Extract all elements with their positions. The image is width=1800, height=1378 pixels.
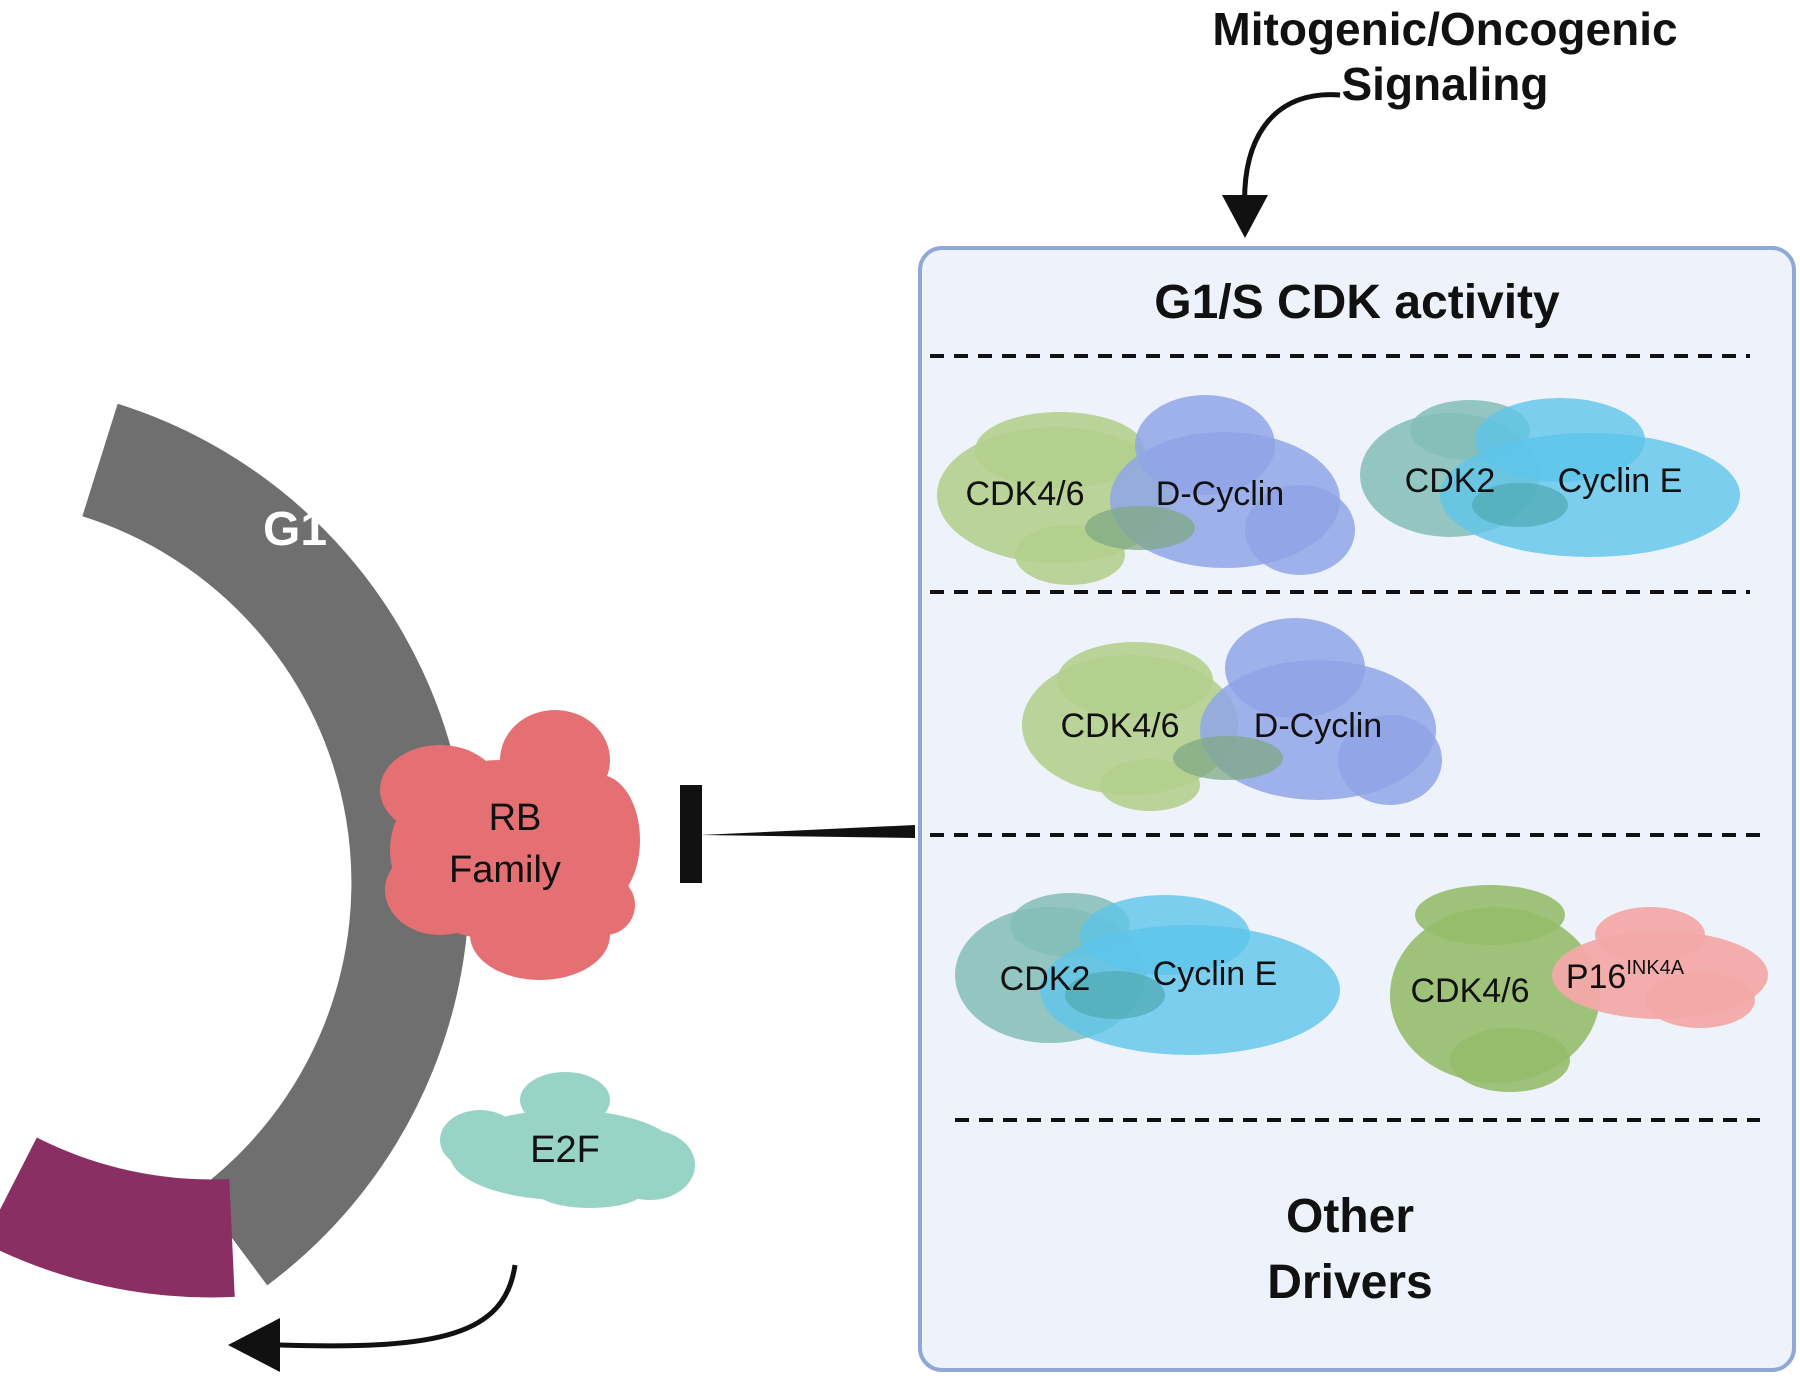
other-drivers-line2: Drivers: [1267, 1256, 1432, 1309]
inhibition-bar: [680, 785, 702, 883]
row1-cdk2-label: CDK2: [1405, 462, 1496, 500]
p16-blob: [1552, 907, 1768, 1028]
other-drivers-line1: Other: [1286, 1190, 1414, 1243]
signal-arrowhead: [1222, 195, 1268, 238]
panel-title: G1/S CDK activity: [1154, 276, 1560, 329]
m-phase-segment: [0, 1137, 235, 1298]
e2f-protein: [440, 1072, 695, 1208]
complex-cdk2-cycline-row1: [1360, 398, 1740, 557]
e2f-arrow: [279, 1264, 518, 1349]
e2f-arrowhead: [228, 1318, 280, 1372]
complex-cdk46-dcyclin-row1: [937, 395, 1355, 585]
cyclin-e-blob: [1040, 895, 1340, 1055]
overlap-region: [1085, 506, 1195, 550]
p16-label-superscript: INK4A: [1626, 957, 1684, 979]
e2f-label: E2F: [530, 1129, 600, 1171]
signal-arrow: [1242, 92, 1341, 216]
row2-cdk46-label: CDK4/6: [1060, 707, 1179, 745]
row1-cycline-label: Cyclin E: [1558, 462, 1683, 500]
complex-cdk46-p16-row3: [1390, 885, 1768, 1092]
g1-ring-segment: [82, 403, 470, 1286]
rb-family-protein: [380, 710, 640, 980]
rb-label-line1: RB: [489, 797, 542, 839]
complex-cdk46-dcyclin-row2: [1022, 618, 1442, 811]
rb-label-line2: Family: [449, 849, 561, 891]
row3-cdk2-label: CDK2: [1000, 960, 1091, 998]
signal-title-line2: Signaling: [1342, 58, 1549, 110]
inhibition-line: [700, 825, 915, 838]
complex-cdk2-cycline-row3: [955, 893, 1340, 1055]
cell-cycle-ring: [0, 403, 470, 1298]
row3-cdk46-label: CDK4/6: [1410, 972, 1529, 1010]
g1-phase-label: G1: [263, 503, 327, 556]
row2-dcyclin-label: D-Cyclin: [1254, 707, 1382, 745]
d-cyclin-blob: [1110, 395, 1355, 575]
p16-label-main: P16: [1566, 958, 1627, 996]
overlap-region: [1065, 971, 1165, 1019]
signal-title-line1: Mitogenic/Oncogenic: [1212, 3, 1677, 55]
rb-blob-shape: [380, 710, 640, 980]
row3-cycline-label: Cyclin E: [1153, 955, 1278, 993]
row1-cdk46-label: CDK4/6: [965, 475, 1084, 513]
cdk46-blob: [1390, 885, 1600, 1092]
row1-dcyclin-label: D-Cyclin: [1156, 475, 1284, 513]
row3-p16-label: P16INK4A: [1566, 957, 1685, 996]
overlap-region: [1173, 736, 1283, 780]
overlap-region: [1472, 483, 1568, 527]
